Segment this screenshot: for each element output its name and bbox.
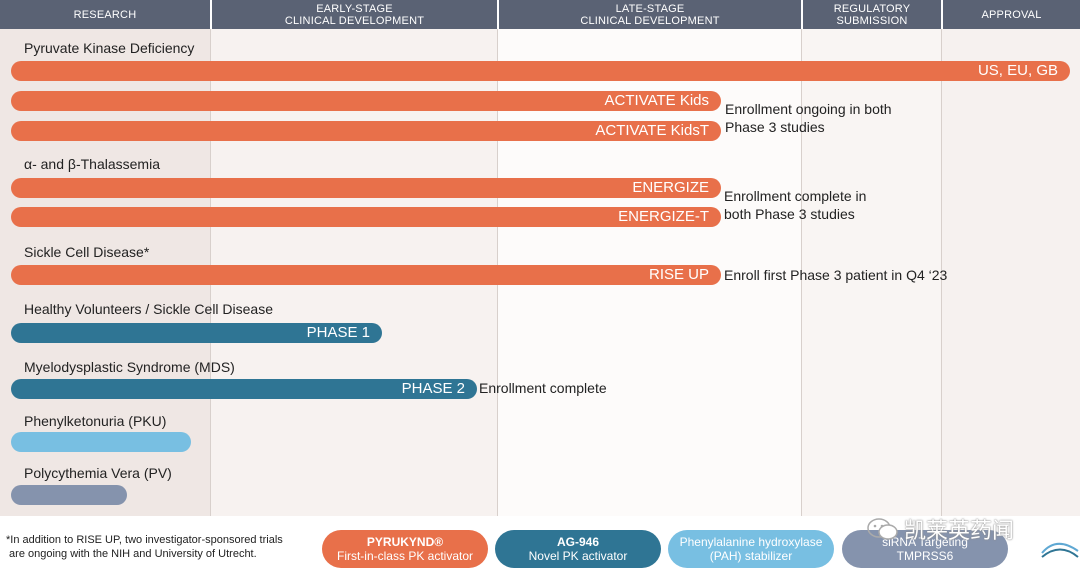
header-approval: APPROVAL <box>943 0 1080 29</box>
program-bar-phase2: PHASE 2 <box>11 379 477 399</box>
status-note: Phase 3 studies <box>725 119 825 135</box>
program-bar-energize: ENERGIZE <box>11 178 721 198</box>
watermark-text: 凯莱英药闻 <box>904 518 1015 543</box>
program-bar-pv <box>11 485 127 505</box>
header-label: SUBMISSION <box>836 14 908 27</box>
legend-pah-stabilizer: Phenylalanine hydroxylase (PAH) stabiliz… <box>668 530 834 568</box>
header-label: REGULATORY <box>833 2 911 15</box>
header-label: APPROVAL <box>981 8 1042 21</box>
header-late-stage: LATE-STAGE CLINICAL DEVELOPMENT <box>499 0 801 29</box>
status-note: Enrollment ongoing in both <box>725 101 892 117</box>
header-early-stage: EARLY-STAGE CLINICAL DEVELOPMENT <box>212 0 497 29</box>
program-bar-activate-kids: ACTIVATE Kids <box>11 91 721 111</box>
approval-column-bg <box>942 29 1080 516</box>
legend-pyrukynd: PYRUKYND® First-in-class PK activator <box>322 530 488 568</box>
program-bar-energize-t: ENERGIZE-T <box>11 207 721 227</box>
footnote-line: *In addition to RISE UP, two investigato… <box>6 534 283 546</box>
program-bar-activate-kidst: ACTIVATE KidsT <box>11 121 721 141</box>
header-research: RESEARCH <box>0 0 210 29</box>
column-divider <box>941 29 942 516</box>
indication-pkd: Pyruvate Kinase Deficiency <box>24 40 195 56</box>
legend-title: siRNA Targeting <box>882 535 968 549</box>
legend-subtitle: TMPRSS6 <box>896 549 954 563</box>
legend-subtitle: Novel PK activator <box>528 549 628 563</box>
indication-sickle-cell: Sickle Cell Disease* <box>24 244 150 260</box>
legend-subtitle: First-in-class PK activator <box>336 549 474 563</box>
column-divider <box>801 29 802 516</box>
program-bar-pkd-approved: US, EU, GB <box>11 61 1070 81</box>
status-note: Enroll first Phase 3 patient in Q4 ‘23 <box>724 267 948 283</box>
indication-mds: Myelodysplastic Syndrome (MDS) <box>24 359 235 375</box>
header-regulatory: REGULATORY SUBMISSION <box>803 0 941 29</box>
company-logo-icon <box>1041 542 1079 558</box>
program-bar-rise-up: RISE UP <box>11 265 721 285</box>
legend-title: Phenylalanine hydroxylase <box>679 535 823 549</box>
header-label: RESEARCH <box>73 8 137 21</box>
regulatory-column-bg <box>802 29 942 516</box>
legend-sirna: siRNA Targeting TMPRSS6 <box>842 530 1008 568</box>
legend-subtitle: (PAH) stabilizer <box>709 549 793 563</box>
status-note: Enrollment complete <box>479 380 607 396</box>
indication-pku: Phenylketonuria (PKU) <box>24 413 167 429</box>
status-note: both Phase 3 studies <box>724 206 855 222</box>
header-label: LATE-STAGE <box>615 2 685 15</box>
legend-ag946: AG-946 Novel PK activator <box>495 530 661 568</box>
status-note: Enrollment complete in <box>724 188 867 204</box>
header-label: EARLY-STAGE <box>316 2 393 15</box>
watermark: 凯莱英药闻 <box>866 513 1014 545</box>
footnote: *In addition to RISE UP, two investigato… <box>6 533 283 561</box>
legend-title: AG-946 <box>556 535 600 549</box>
header-label: CLINICAL DEVELOPMENT <box>284 14 425 27</box>
program-bar-pku <box>11 432 191 452</box>
indication-pv: Polycythemia Vera (PV) <box>24 465 172 481</box>
legend-title: PYRUKYND® <box>366 535 444 549</box>
program-bar-phase1: PHASE 1 <box>11 323 382 343</box>
footnote-line: are ongoing with the NIH and University … <box>6 548 257 560</box>
header-label: CLINICAL DEVELOPMENT <box>580 14 720 27</box>
indication-thalassemia: α- and β-Thalassemia <box>24 156 160 172</box>
indication-healthy-volunteers: Healthy Volunteers / Sickle Cell Disease <box>24 301 274 317</box>
wechat-icon <box>867 518 898 540</box>
